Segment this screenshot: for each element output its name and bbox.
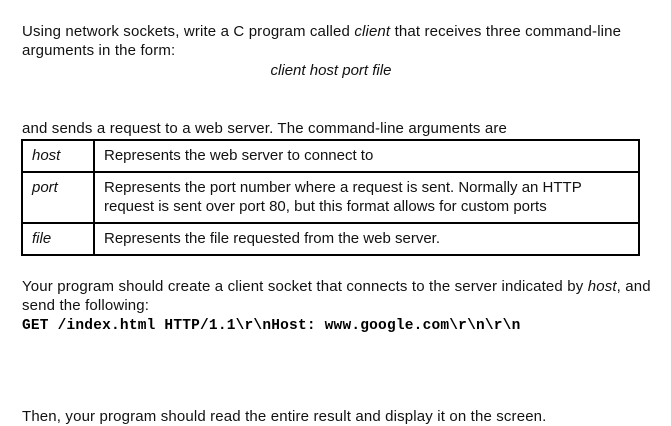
document-page: Using network sockets, write a C program… — [21, 22, 652, 425]
intro-paragraph: Using network sockets, write a C program… — [22, 22, 652, 60]
argument-description-cell: Represents the port number where a reque… — [93, 171, 640, 224]
argument-reference-host: host — [587, 278, 617, 295]
instruction-text-before: Your program should create a client sock… — [22, 278, 588, 295]
command-line-arguments-table: host Represents the web server to connec… — [21, 139, 640, 256]
usage-syntax-line: client host port file — [270, 62, 392, 79]
argument-name-cell: file — [21, 222, 95, 256]
table-row: port Represents the port number where a … — [21, 171, 640, 224]
argument-name-cell: host — [21, 139, 95, 173]
argument-description-cell: Represents the web server to connect to — [93, 139, 640, 173]
instruction-paragraph: Your program should create a client sock… — [22, 277, 652, 315]
table-row: host Represents the web server to connec… — [21, 139, 640, 173]
table-row: file Represents the file requested from … — [21, 222, 640, 256]
program-name-client: client — [354, 23, 391, 40]
argument-description-cell: Represents the file requested from the w… — [93, 222, 640, 256]
intro-text-after: that receives three command-line argumen… — [22, 23, 622, 59]
instruction-text-after: , and send the following: — [22, 278, 651, 314]
lead-in-paragraph: and sends a request to a web server. The… — [22, 120, 508, 137]
http-request-code-block: GET /index.html HTTP/1.1\r\nHost: www.go… — [22, 318, 521, 334]
intro-text-before: Using network sockets, write a C program… — [22, 23, 355, 40]
argument-name-cell: port — [21, 171, 95, 224]
table-body: host Represents the web server to connec… — [21, 139, 640, 256]
